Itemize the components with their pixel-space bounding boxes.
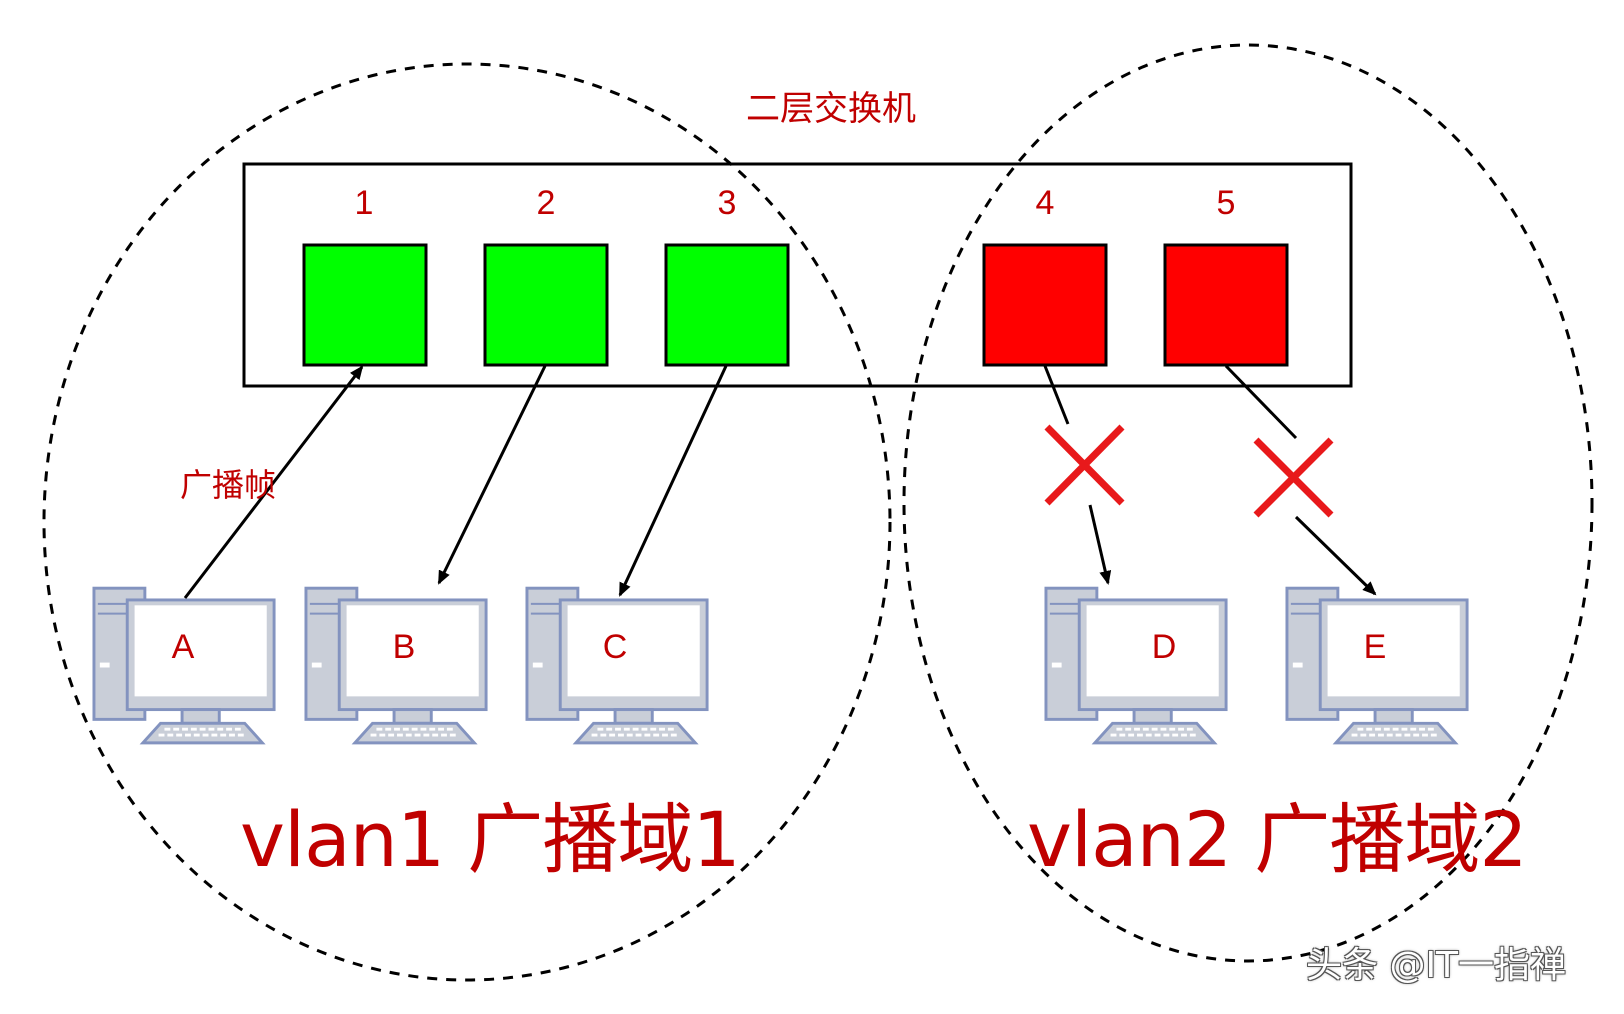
cross-icon [1044, 424, 1125, 506]
port-number-4: 4 [1035, 184, 1055, 222]
blocked-arrow-to-e [1294, 515, 1377, 596]
port-1 [302, 243, 428, 367]
computer-c-label: C [602, 628, 628, 666]
port-3 [664, 243, 790, 367]
port-number-3: 3 [717, 184, 737, 222]
computer-d-icon [1044, 586, 1228, 745]
port-4 [982, 243, 1108, 367]
blocked-line-port4-upper [1043, 365, 1070, 425]
computer-b-label: B [392, 628, 416, 666]
switch-box [242, 162, 1353, 388]
vlan1-domain-label: vlan1 广播域1 [240, 795, 741, 884]
port-5 [1163, 243, 1289, 367]
cross-icon [1253, 437, 1334, 518]
broadcast-frame-label: 广播帧 [180, 467, 277, 503]
vlan2-domain-boundary [902, 43, 1594, 963]
vlan2-domain-label: vlan2 广播域2 [1027, 795, 1528, 884]
broadcast-arrow-a-to-port1 [183, 365, 364, 599]
forward-arrow-port3-to-c [618, 365, 728, 597]
blocked-line-port5-upper [1224, 364, 1298, 440]
vlan1-domain-boundary [42, 62, 892, 982]
computer-e-label: E [1363, 628, 1387, 666]
switch-title: 二层交换机 [746, 90, 916, 128]
port-number-1: 1 [354, 184, 374, 222]
port-2 [483, 243, 609, 367]
watermark: 头条 @IT一指禅 [1306, 945, 1567, 986]
computer-a-label: A [171, 628, 195, 666]
blocked-arrow-to-d [1088, 504, 1112, 585]
port-number-5: 5 [1216, 184, 1236, 222]
computer-d-label: D [1151, 628, 1177, 666]
forward-arrow-port2-to-b [437, 365, 547, 585]
port-number-2: 2 [536, 184, 556, 222]
